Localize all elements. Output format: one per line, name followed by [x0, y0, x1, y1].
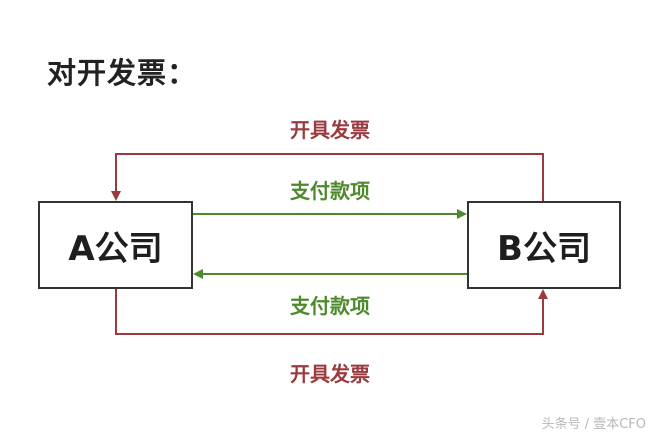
payment-label-bottom: 支付款项 [290, 294, 370, 318]
company-b-node: B公司 [467, 201, 621, 289]
invoice-label-bottom: 开具发票 [290, 362, 370, 386]
invoice-arrow-a-to-b [115, 289, 548, 335]
watermark: 头条号 / 壹本CFO [541, 417, 646, 432]
invoice-arrow-b-to-a [111, 153, 544, 201]
payment-label-top: 支付款项 [290, 179, 370, 203]
page-title: 对开发票： [47, 56, 198, 90]
company-a-node: A公司 [38, 201, 193, 289]
invoice-label-top: 开具发票 [290, 118, 370, 142]
